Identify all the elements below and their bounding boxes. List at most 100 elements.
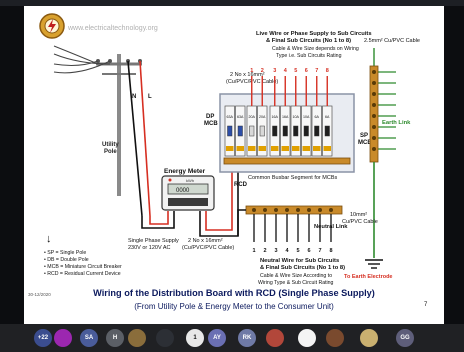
participant-avatar[interactable]: SA — [80, 329, 98, 347]
breaker-rating: 63A — [227, 115, 234, 119]
participant-avatar[interactable] — [266, 329, 284, 347]
screw — [263, 208, 267, 212]
live-callout-line3: Cable & Wire Size depends on Wiring — [272, 46, 359, 52]
common-busbar — [223, 157, 351, 165]
participant-avatar[interactable] — [54, 329, 72, 347]
breaker-module: 10A — [301, 105, 312, 157]
meter-neutral-out-wire — [199, 118, 239, 237]
circuit-number-live: 4 — [284, 68, 288, 74]
supply-label-line1: Single Phase Supply — [128, 238, 179, 244]
slide-subtitle: (From Utility Pole & Energy Meter to the… — [134, 302, 334, 311]
meter-reading: 0000 — [176, 188, 190, 194]
energy-meter-label: Energy Meter — [164, 168, 206, 175]
live-to-meter-wire — [149, 211, 169, 225]
breaker-rating: 10A — [293, 115, 300, 119]
sp-mcbs-label-line1: SP — [360, 133, 368, 139]
screw — [372, 147, 376, 151]
circuit-number-live: 7 — [315, 68, 318, 74]
participant-avatar[interactable] — [360, 329, 378, 347]
screw — [372, 92, 376, 96]
screw — [372, 125, 376, 129]
circuit-number-live: 5 — [294, 68, 297, 74]
breaker-rating: 20A — [249, 115, 256, 119]
date-label: 30-12/2020 — [28, 292, 51, 297]
busbar-label: Common Busbar Segment for MCBs — [248, 175, 338, 181]
circuit-number-neutral: 4 — [285, 248, 289, 254]
dp-mcb-label-line2: MCB — [204, 121, 218, 127]
breaker-rating: 16A — [282, 115, 289, 119]
meter-live-out-wire — [205, 118, 233, 231]
circuit-number-neutral: 5 — [296, 248, 299, 254]
live-drop-wire — [139, 60, 151, 217]
earth-ground-symbol — [365, 259, 383, 269]
neutral-callout-line4: Wiring Type & Sub Circuit Rating — [258, 280, 334, 286]
legend-item: • SP = Single Pole — [44, 250, 86, 256]
circuit-number-neutral: 7 — [318, 248, 321, 254]
legend-item: • MCB = Miniature Circuit Breaker — [44, 264, 122, 270]
circuit-number-neutral: 2 — [263, 248, 266, 254]
screw — [372, 103, 376, 107]
participant-avatar[interactable] — [128, 329, 146, 347]
circuit-number-live: 6 — [305, 68, 308, 74]
neutral-link-bar — [245, 205, 343, 215]
breaker-module: 20A — [257, 105, 268, 157]
participant-avatar[interactable] — [298, 329, 316, 347]
participant-avatar[interactable]: AY — [208, 329, 226, 347]
screw — [296, 208, 300, 212]
utility-pole — [53, 45, 142, 196]
l-label: L — [148, 94, 152, 100]
energy-meter — [161, 175, 215, 211]
slide: www.electricaltechnology.org Utility Pol… — [24, 6, 444, 324]
logo — [39, 13, 65, 39]
circuit-number-neutral: 3 — [274, 248, 277, 254]
participant-avatar[interactable]: H — [106, 329, 124, 347]
breaker-module: 6A — [322, 105, 333, 157]
kwh-label: kWh — [186, 178, 194, 183]
supply-label-line2: 230V or 120V AC — [128, 245, 171, 251]
breaker-module: 6A — [311, 105, 322, 157]
cable-earth-line2: Cu/PVC Cable — [342, 219, 378, 225]
neutral-callout-line1: Neutral Wire for Sub Circuits — [260, 258, 339, 264]
screw — [372, 81, 376, 85]
neutral-to-meter-wire — [141, 211, 175, 229]
n-label: N — [132, 94, 136, 100]
live-callout-line2: & Final Sub Circuits (No 1 to 8) — [266, 38, 351, 44]
circuit-number-neutral: 1 — [252, 248, 255, 254]
page-number: 7 — [424, 302, 428, 308]
participant-avatar[interactable] — [156, 329, 174, 347]
circuit-number-live: 2 — [261, 68, 264, 74]
circuit-number-live: 1 — [250, 68, 253, 74]
screw — [252, 208, 256, 212]
neutral-callout-line3: Cable & Wire Size According to — [260, 273, 332, 279]
dp-mcb-label-line1: DP — [206, 114, 214, 120]
legend-item: • RCD = Residual Current Device — [44, 271, 121, 277]
legend: • SP = Single Pole• DB = Double Pole• MC… — [44, 250, 122, 277]
cable-top-right-label: 2.5mm² Cu/PVC Cable — [364, 38, 420, 44]
neutral-link-feed-wire — [237, 209, 246, 236]
participant-avatar[interactable]: +22 — [34, 329, 52, 347]
breaker-module: 20A — [246, 105, 257, 157]
screw — [372, 136, 376, 140]
breaker-module: 16A — [269, 105, 280, 157]
circuit-number-neutral: 8 — [329, 248, 332, 254]
neutral-drop-wire — [127, 60, 143, 217]
sp-mcbs-label-line2: MCBs — [358, 140, 376, 146]
screw — [274, 208, 278, 212]
participant-avatar[interactable] — [326, 329, 344, 347]
live-callout-line4: Type i.e. Sub Circuits Rating — [276, 53, 342, 59]
top-bar — [0, 0, 464, 6]
arrow-icon: ↓ — [46, 233, 52, 245]
participant-avatar[interactable]: 1 — [186, 329, 204, 347]
circuit-number-live: 8 — [326, 68, 329, 74]
cable-top-left-line1: 2 No x 16mm² — [230, 72, 265, 78]
pole-label-line2: Pole — [104, 149, 117, 155]
participant-avatar[interactable]: GG — [396, 329, 414, 347]
screw — [285, 208, 289, 212]
screw — [307, 208, 311, 212]
breaker-module: 63A — [235, 105, 246, 157]
participant-avatar[interactable]: RK — [238, 329, 256, 347]
screw — [329, 208, 333, 212]
screw — [372, 114, 376, 118]
earth-link-screws — [372, 70, 376, 151]
